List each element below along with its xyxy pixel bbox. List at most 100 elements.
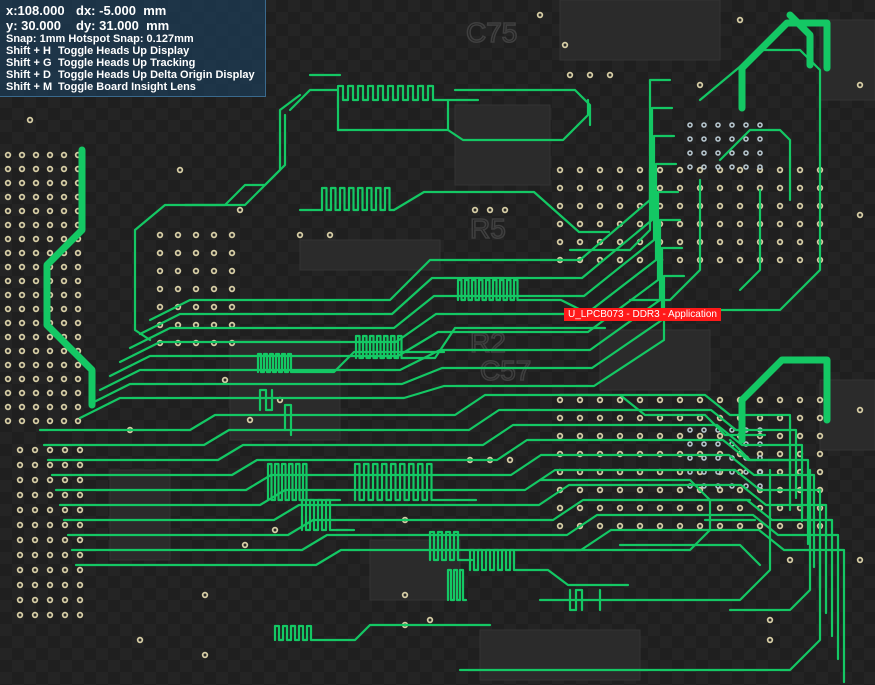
via <box>736 504 744 512</box>
pcb-trace <box>718 128 792 512</box>
hud-dy: dy: 31.000 mm <box>76 18 170 33</box>
via <box>636 432 644 440</box>
via <box>556 220 564 228</box>
via <box>61 461 69 469</box>
via <box>46 506 54 514</box>
via <box>18 263 26 271</box>
via <box>26 116 34 124</box>
via <box>501 206 509 214</box>
via <box>586 71 594 79</box>
via <box>715 164 721 170</box>
via <box>46 403 54 411</box>
pcb-trace <box>256 350 446 374</box>
via <box>556 504 564 512</box>
via <box>46 165 54 173</box>
via <box>60 151 68 159</box>
via <box>174 285 182 293</box>
via <box>61 476 69 484</box>
via <box>32 291 40 299</box>
via <box>210 321 218 329</box>
via <box>716 220 724 228</box>
via <box>46 476 54 484</box>
via <box>776 238 784 246</box>
via <box>687 441 693 447</box>
via <box>46 207 54 215</box>
via <box>31 566 39 574</box>
via <box>757 483 763 489</box>
via <box>596 432 604 440</box>
via <box>60 403 68 411</box>
via <box>676 522 684 530</box>
via <box>757 122 763 128</box>
via <box>4 249 12 257</box>
via <box>32 263 40 271</box>
via <box>729 164 735 170</box>
pcb-trace <box>138 106 674 336</box>
via <box>556 184 564 192</box>
via <box>729 150 735 156</box>
shortcut-action: Toggle Heads Up Tracking <box>58 57 196 69</box>
component-highlight-tag[interactable]: U_LPCB073 - DDR3 - Application <box>564 308 721 321</box>
via <box>776 468 784 476</box>
via <box>32 277 40 285</box>
via <box>676 432 684 440</box>
pcb-trace <box>78 274 686 420</box>
via <box>536 11 544 19</box>
via <box>31 581 39 589</box>
via <box>4 319 12 327</box>
via <box>687 164 693 170</box>
via <box>60 319 68 327</box>
via <box>715 150 721 156</box>
via <box>796 202 804 210</box>
via <box>271 526 279 534</box>
via <box>18 319 26 327</box>
via <box>156 267 164 275</box>
via <box>716 238 724 246</box>
via <box>31 491 39 499</box>
via <box>192 285 200 293</box>
via <box>4 361 12 369</box>
via <box>776 256 784 264</box>
shortcut-key: Shift + D <box>6 69 51 81</box>
via <box>228 321 236 329</box>
via <box>46 446 54 454</box>
via <box>46 221 54 229</box>
via <box>556 432 564 440</box>
via <box>636 256 644 264</box>
via <box>426 616 434 624</box>
pcb-trace <box>88 246 684 406</box>
via <box>4 179 12 187</box>
via <box>46 611 54 619</box>
via <box>796 432 804 440</box>
via <box>156 249 164 257</box>
via <box>4 333 12 341</box>
via <box>201 591 209 599</box>
via <box>174 267 182 275</box>
via <box>32 305 40 313</box>
via <box>776 220 784 228</box>
via <box>241 541 249 549</box>
via <box>74 277 82 285</box>
via <box>776 504 784 512</box>
via <box>18 333 26 341</box>
via <box>136 636 144 644</box>
via <box>616 256 624 264</box>
via <box>4 375 12 383</box>
via <box>616 184 624 192</box>
via <box>506 456 514 464</box>
via <box>743 150 749 156</box>
via <box>32 179 40 187</box>
via <box>616 238 624 246</box>
via <box>701 136 707 142</box>
via <box>716 184 724 192</box>
via <box>236 206 244 214</box>
via <box>46 581 54 589</box>
via <box>656 166 664 174</box>
power-trace <box>786 11 814 69</box>
via <box>18 347 26 355</box>
via <box>756 522 764 530</box>
